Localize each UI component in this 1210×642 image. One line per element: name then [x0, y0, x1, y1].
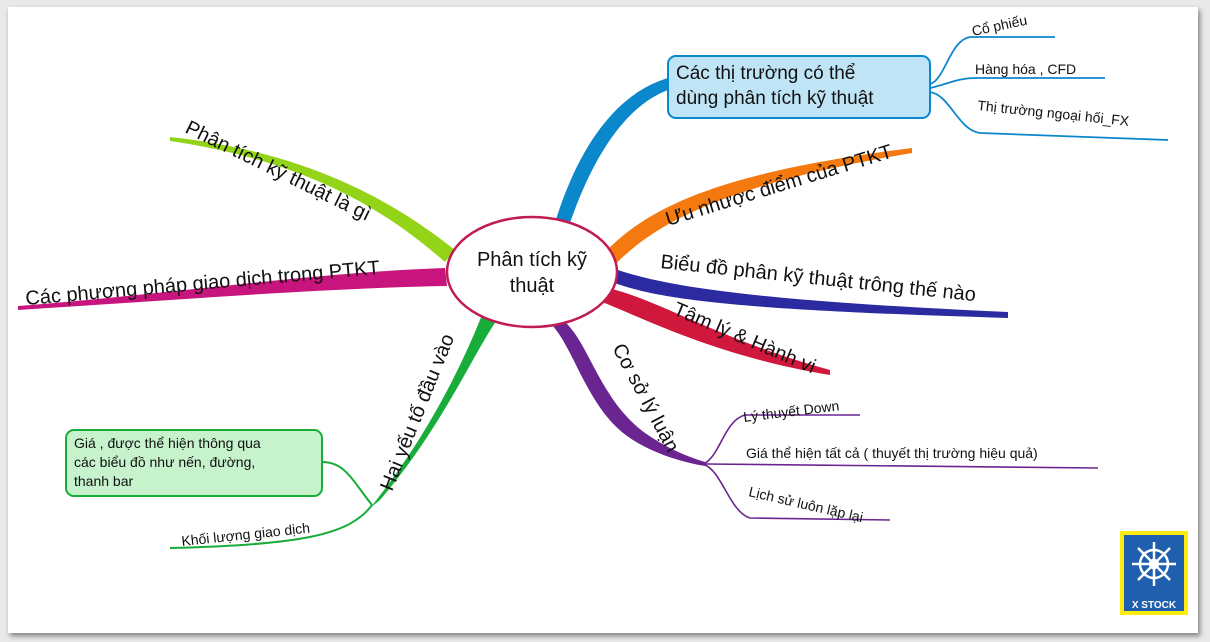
branch-psychology-ribbon: [602, 288, 830, 375]
branch-inputs-ribbon: [370, 315, 498, 508]
branch-theory-ribbon: [552, 322, 705, 466]
branch-inputs-subline: [169, 461, 373, 549]
branch-charts-ribbon: [612, 268, 1008, 318]
theory-child-price[interactable]: Giá thể hiện tất cả ( thuyết thị trường …: [746, 445, 1038, 461]
price-note-line3: thanh bar: [74, 473, 133, 489]
branch-what-is-label[interactable]: Phân tích kỹ thuật là gì: [182, 117, 375, 226]
markets-child-fx[interactable]: Thị trường ngoại hối_FX: [977, 97, 1131, 129]
center-node[interactable]: [445, 215, 619, 329]
price-note-box[interactable]: [65, 429, 323, 497]
center-node-line1: Phân tích kỹ: [477, 249, 587, 271]
xstock-logo: X STOCK: [1120, 531, 1188, 615]
theory-child-dow[interactable]: Lý thuyết Down: [742, 397, 840, 425]
markets-child-stocks[interactable]: Cổ phiếu: [970, 12, 1028, 39]
center-node-line2: thuật: [510, 275, 555, 297]
branch-methods-ribbon: [18, 268, 447, 310]
ship-wheel-icon: [1132, 542, 1176, 586]
price-note-line2: các biểu đồ như nến, đường,: [74, 454, 255, 470]
branch-inputs-label[interactable]: Hai yếu tố đầu vào: [376, 331, 459, 494]
price-note-line1: Giá , được thể hiện thông qua: [74, 435, 261, 451]
branch-methods-label[interactable]: Các phương pháp giao dịch trong PTKT: [25, 257, 381, 310]
page-frame: [8, 7, 1198, 633]
logo-text: X STOCK: [1132, 600, 1177, 611]
markets-title-line1: Các thị trường có thể: [676, 63, 855, 84]
markets-title-line2: dùng phân tích kỹ thuật: [676, 88, 874, 109]
branch-theory-subline: [704, 414, 1099, 521]
markets-child-commodities[interactable]: Hàng hóa , CFD: [975, 61, 1076, 77]
branch-markets-subline: [929, 36, 1169, 141]
branch-pros-cons-label[interactable]: Ưu nhược điểm của PTKT: [663, 141, 895, 231]
markets-box[interactable]: [667, 55, 931, 119]
